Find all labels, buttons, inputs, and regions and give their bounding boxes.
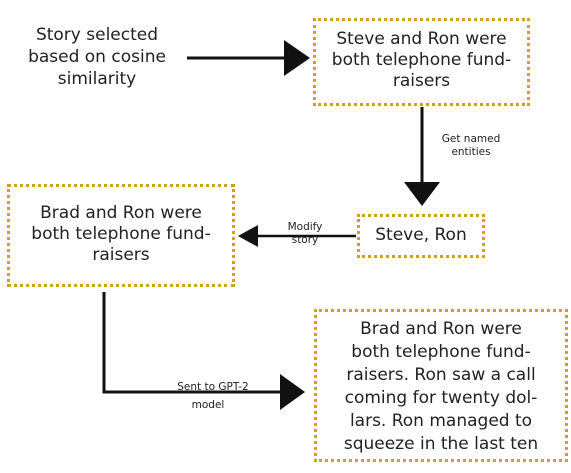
- edge-modify-story: Modify story: [270, 221, 340, 247]
- edge-get-named-entities: Get named entities: [426, 133, 516, 159]
- edge-gpt2-model: model: [148, 399, 268, 412]
- modified-story-label: Brad and Ron were both telephone fund- r…: [31, 203, 211, 265]
- modified-story-box: Brad and Ron were both telephone fund- r…: [7, 184, 235, 287]
- gpt2-model-label: model: [191, 399, 225, 411]
- story-selected-label: Story selected based on cosine similarit…: [28, 25, 166, 89]
- arrow-original-to-entities: [404, 107, 440, 206]
- arrow-modified-to-generated: [102, 292, 305, 410]
- original-story-box: Steve and Ron were both telephone fund- …: [313, 18, 530, 106]
- arrow-entities-to-modified: [238, 225, 356, 247]
- sent-to-gpt2-label: Sent to GPT-2: [177, 381, 249, 393]
- arrow-select-to-original: [187, 40, 310, 76]
- original-story-label: Steve and Ron were both telephone fund- …: [331, 29, 512, 91]
- get-named-entities-label: Get named entities: [441, 133, 501, 158]
- generated-story-box: Brad and Ron were both telephone fund- r…: [314, 309, 568, 462]
- edge-sent-to-gpt2: Sent to GPT-2: [148, 381, 278, 394]
- modify-story-label: Modify story: [287, 221, 323, 246]
- generated-story-label: Brad and Ron were both telephone fund- r…: [343, 319, 539, 454]
- named-entities-label: Steve, Ron: [375, 225, 467, 245]
- named-entities-box: Steve, Ron: [357, 214, 485, 258]
- story-selected-text: Story selected based on cosine similarit…: [12, 24, 182, 90]
